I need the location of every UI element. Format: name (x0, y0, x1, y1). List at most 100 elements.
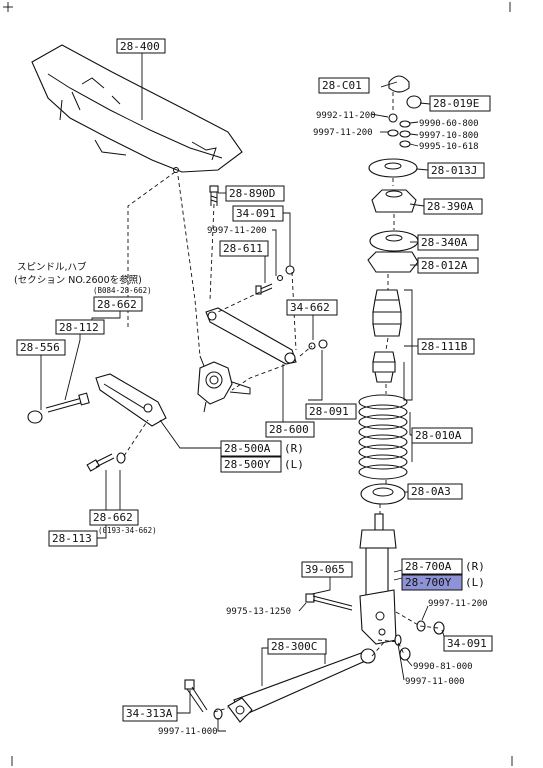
svg-text:28-111B: 28-111B (421, 340, 468, 353)
bolt-39-065-drawing (305, 593, 353, 611)
svg-text:(セクション NO.2600を参照): (セクション NO.2600を参照) (14, 274, 142, 286)
spindle-hub-note: スピンドル,ハブ (セクション NO.2600を参照) (14, 261, 142, 286)
part-label-34-091-lower[interactable]: 34-091 (443, 635, 493, 652)
svg-text:スピンドル,ハブ: スピンドル,ハブ (17, 261, 87, 273)
svg-text:34-662: 34-662 (290, 301, 330, 314)
part-label-28-340a[interactable]: 28-340A (417, 234, 479, 251)
part-label-9997-11-200-upper[interactable]: 9997-11-200 (313, 128, 373, 138)
spindle-drawing (197, 355, 251, 413)
svg-text:34-313A: 34-313A (126, 707, 173, 720)
part-label-28-500y[interactable]: 28-500Y (L) (220, 456, 304, 473)
part-label-28-400[interactable]: 28-400 (116, 38, 166, 54)
svg-text:28-890D: 28-890D (229, 187, 275, 200)
svg-text:28-0A3: 28-0A3 (411, 485, 451, 498)
strut-fasteners-drawing (394, 620, 445, 661)
part-label-34-091-upper[interactable]: 34-091 (232, 205, 284, 222)
svg-text:(L): (L) (284, 458, 304, 471)
dust-boot-drawing (372, 289, 402, 383)
bolt-34-313a-drawing (184, 679, 223, 720)
svg-text:28-556: 28-556 (20, 341, 60, 354)
part-label-9975-13-1250[interactable]: 9975-13-1250 (226, 607, 291, 617)
svg-text:28-400: 28-400 (120, 40, 160, 53)
part-label-28-012a[interactable]: 28-012A (417, 257, 479, 274)
part-label-28-500a[interactable]: 28-500A (R) (220, 440, 304, 457)
part-note-0193-34-662: (0193-34-662) (98, 526, 157, 535)
svg-text:28-091: 28-091 (309, 405, 349, 418)
svg-text:34-091: 34-091 (236, 207, 276, 220)
part-label-28-010a[interactable]: 28-010A (411, 427, 473, 444)
bolt-113-drawing (86, 452, 126, 472)
svg-text:28-662: 28-662 (97, 298, 137, 311)
svg-text:28-019E: 28-019E (433, 97, 479, 110)
part-label-28-091[interactable]: 28-091 (305, 403, 357, 420)
bolt-112-drawing (27, 392, 90, 424)
part-label-28-390a[interactable]: 28-390A (423, 198, 483, 215)
svg-text:28-500Y: 28-500Y (224, 458, 271, 471)
trailing-arm-drawing (95, 373, 167, 427)
svg-text:28-012A: 28-012A (421, 259, 468, 272)
svg-text:34-091: 34-091 (447, 637, 487, 650)
part-label-39-065[interactable]: 39-065 (301, 561, 353, 578)
part-label-28-662-upper[interactable]: 28-662 (93, 296, 143, 312)
svg-text:28-700A: 28-700A (405, 560, 452, 573)
svg-text:28-113: 28-113 (52, 532, 92, 545)
part-label-34-313a[interactable]: 34-313A (122, 705, 178, 722)
part-label-28-600[interactable]: 28-600 (265, 421, 315, 438)
part-note-b084-28-662: (B084-28-662) (93, 286, 152, 295)
part-label-28-662-lower[interactable]: 28-662 (89, 509, 139, 526)
svg-text:28-700Y: 28-700Y (405, 576, 452, 589)
part-label-9992-11-200[interactable]: 9992-11-200 (316, 111, 376, 121)
part-label-28-112[interactable]: 28-112 (55, 319, 105, 335)
svg-text:28-300C: 28-300C (271, 640, 317, 653)
part-label-28-611[interactable]: 28-611 (219, 240, 269, 257)
svg-text:28-611: 28-611 (223, 242, 263, 255)
label-group: 28-400 28-C01 28-019E 9992-11-200 9990-6… (14, 38, 493, 737)
svg-text:28-013J: 28-013J (431, 164, 477, 177)
svg-text:28-C01: 28-C01 (322, 79, 362, 92)
part-label-28-700y[interactable]: 28-700Y (L) (401, 574, 485, 591)
svg-text:28-662: 28-662 (93, 511, 133, 524)
part-label-28-556[interactable]: 28-556 (16, 339, 66, 356)
svg-text:28-112: 28-112 (59, 321, 99, 334)
leader-lines (40, 47, 445, 732)
svg-text:(R): (R) (284, 442, 304, 455)
bolt-drawing (209, 185, 219, 206)
strut-mount-drawing (367, 75, 422, 273)
dashed-connectors (123, 92, 439, 713)
corner-marks (3, 2, 513, 766)
part-label-28-c01[interactable]: 28-C01 (318, 77, 370, 94)
part-label-28-300c[interactable]: 28-300C (267, 638, 327, 655)
svg-text:28-390A: 28-390A (427, 200, 474, 213)
part-label-9995-10-618[interactable]: 9995-10-618 (419, 142, 479, 152)
crossmember-drawing (31, 44, 243, 173)
part-label-9997-11-200-right[interactable]: 9997-11-200 (428, 599, 488, 609)
part-label-28-700a[interactable]: 28-700A (R) (401, 558, 485, 575)
svg-text:28-010A: 28-010A (415, 429, 462, 442)
part-label-28-013j[interactable]: 28-013J (427, 162, 485, 179)
spring-seat-drawing (360, 483, 406, 505)
lateral-link-drawing (205, 307, 297, 365)
strut-drawing (359, 513, 397, 645)
svg-text:39-065: 39-065 (305, 563, 345, 576)
part-label-9990-81-000[interactable]: 9990-81-000 (413, 662, 473, 672)
part-label-28-0a3[interactable]: 28-0A3 (407, 483, 463, 500)
svg-text:(L): (L) (465, 576, 485, 589)
part-label-28-890d[interactable]: 28-890D (225, 185, 285, 202)
svg-text:28-600: 28-600 (269, 423, 309, 436)
part-label-9997-10-800[interactable]: 9997-10-800 (419, 131, 479, 141)
rear-link-drawing (227, 648, 376, 723)
coil-spring-drawing (358, 394, 408, 480)
part-label-28-113[interactable]: 28-113 (48, 530, 98, 547)
svg-text:(R): (R) (465, 560, 485, 573)
part-label-34-662[interactable]: 34-662 (286, 299, 338, 316)
part-label-9990-60-800[interactable]: 9990-60-800 (419, 119, 479, 129)
part-label-9997-11-200-left[interactable]: 9997-11-200 (207, 226, 267, 236)
svg-text:28-340A: 28-340A (421, 236, 468, 249)
svg-text:28-500A: 28-500A (224, 442, 271, 455)
part-label-9997-11-000-right[interactable]: 9997-11-000 (405, 677, 465, 687)
part-label-28-111b[interactable]: 28-111B (417, 338, 475, 355)
part-label-28-019e[interactable]: 28-019E (429, 95, 491, 112)
part-label-9997-11-000-bottom[interactable]: 9997-11-000 (158, 727, 218, 737)
